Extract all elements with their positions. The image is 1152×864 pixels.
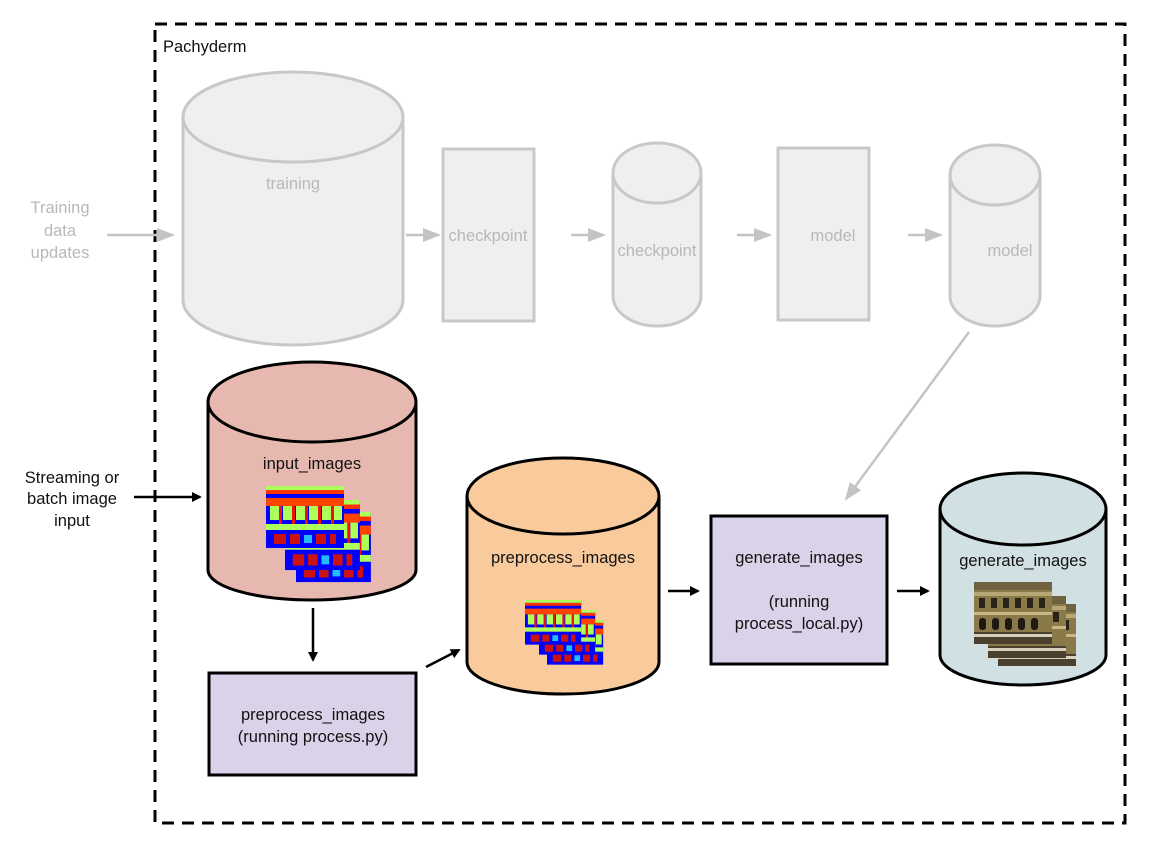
checkpoint-repo[interactable]: checkpoint: [611, 141, 703, 328]
model-repo-label: model: [988, 242, 1033, 260]
generate-images-step[interactable]: generate_images (running process_local.p…: [709, 514, 889, 666]
checkpoint-repo-label: checkpoint: [618, 242, 697, 260]
generate-images-repo[interactable]: generate_images: [938, 471, 1108, 687]
training-repo-label: training: [266, 175, 320, 193]
preprocess-step-command: (running process.py): [238, 728, 388, 746]
svg-text:input: input: [54, 512, 90, 530]
input-images-repo-label: input_images: [263, 455, 361, 473]
svg-text:Streaming or: Streaming or: [25, 469, 120, 487]
checkpoint-step-label: checkpoint: [449, 227, 528, 245]
streaming-input-label: Streaming or batch image input: [25, 469, 120, 530]
svg-text:batch image: batch image: [27, 490, 117, 508]
svg-text:updates: updates: [31, 244, 90, 262]
svg-text:Training: Training: [31, 199, 90, 217]
model-step-label: model: [811, 227, 856, 245]
model-repo[interactable]: model: [948, 143, 1042, 328]
training-repo[interactable]: training: [181, 70, 405, 347]
model-step[interactable]: model: [776, 146, 871, 322]
preprocess-images-repo-label: preprocess_images: [491, 549, 635, 567]
arrow-model-to-generate-step: [844, 331, 971, 501]
arrow-preprocess-step-to-repo: [425, 648, 461, 669]
training-data-updates-label: Training data updates: [31, 199, 90, 262]
generate-step-label: generate_images: [735, 549, 863, 567]
svg-text:data: data: [44, 222, 77, 240]
pachyderm-boundary: [153, 22, 1127, 825]
preprocess-step-label: preprocess_images: [241, 706, 385, 724]
generate-images-repo-label: generate_images: [959, 552, 1087, 570]
preprocess-step[interactable]: preprocess_images (running process.py): [207, 671, 418, 777]
generate-step-command-2: process_local.py): [735, 615, 863, 633]
boundary-label: Pachyderm: [163, 38, 246, 56]
preprocess-images-repo[interactable]: preprocess_images: [465, 456, 661, 696]
checkpoint-step[interactable]: checkpoint: [441, 147, 536, 323]
input-images-repo[interactable]: input_images: [206, 360, 418, 602]
generate-step-command-1: (running: [769, 593, 830, 611]
